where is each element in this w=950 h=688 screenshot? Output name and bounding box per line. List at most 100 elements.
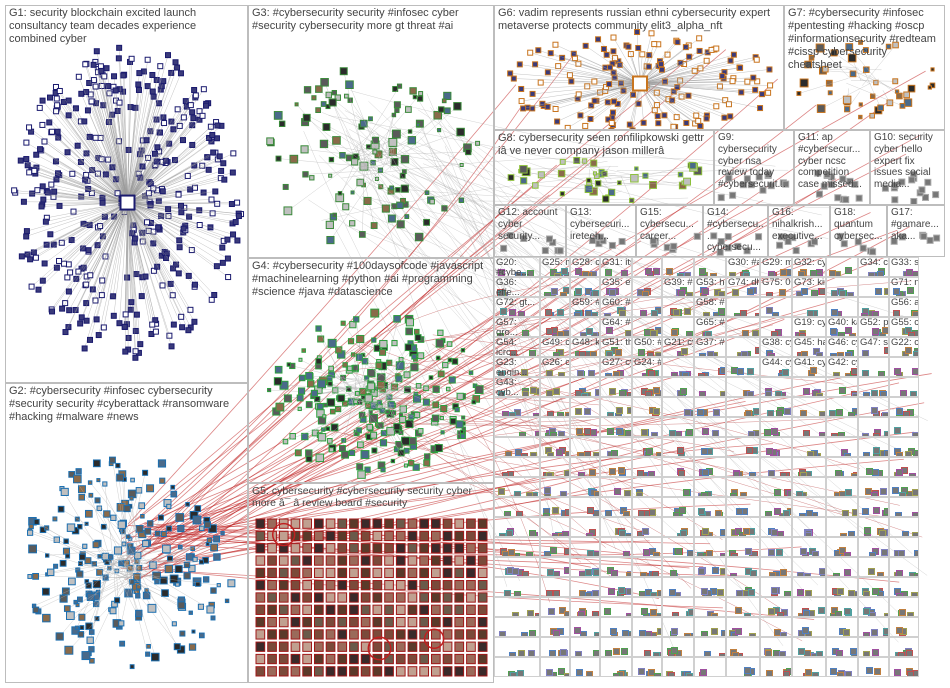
small-group-cell[interactable] <box>792 577 826 597</box>
small-group-cell[interactable]: G47: stell... <box>858 337 889 357</box>
small-group-cell[interactable] <box>858 577 889 597</box>
small-group-cell[interactable] <box>540 377 570 397</box>
small-group-cell[interactable] <box>889 597 919 617</box>
small-group-cell[interactable] <box>760 437 792 457</box>
small-group-cell[interactable] <box>858 477 889 497</box>
small-group-cell[interactable] <box>726 657 760 677</box>
small-group-cell[interactable] <box>540 557 570 577</box>
small-group-cell[interactable] <box>494 517 540 537</box>
small-group-cell[interactable] <box>792 557 826 577</box>
small-group-cell[interactable]: G73: kin... <box>792 277 826 297</box>
small-group-cell[interactable] <box>540 317 570 337</box>
small-group-cell[interactable] <box>540 517 570 537</box>
small-group-cell[interactable] <box>662 637 694 657</box>
small-group-cell[interactable] <box>570 617 600 637</box>
small-group-cell[interactable] <box>760 557 792 577</box>
small-group-cell[interactable] <box>600 517 632 537</box>
small-group-cell[interactable] <box>826 537 858 557</box>
small-group-cell[interactable] <box>760 537 792 557</box>
small-group-cell[interactable] <box>792 497 826 517</box>
small-group-cell[interactable] <box>570 437 600 457</box>
small-group-cell[interactable] <box>494 457 540 477</box>
small-group-cell[interactable]: G72: gt... <box>494 297 540 317</box>
small-group-cell[interactable] <box>632 437 662 457</box>
small-group-cell[interactable] <box>694 357 726 377</box>
small-group-cell[interactable]: G48: kub... <box>570 337 600 357</box>
small-group-cell[interactable] <box>540 637 570 657</box>
small-group-cell[interactable] <box>889 637 919 657</box>
small-group-cell[interactable] <box>540 277 570 297</box>
small-group-cell[interactable] <box>889 457 919 477</box>
small-group-cell[interactable] <box>570 477 600 497</box>
small-group-cell[interactable] <box>760 617 792 637</box>
small-group-cell[interactable]: G38: cy... <box>760 337 792 357</box>
small-group-cell[interactable] <box>540 577 570 597</box>
small-group-cell[interactable] <box>858 597 889 617</box>
small-group-cell[interactable] <box>694 637 726 657</box>
small-group-cell[interactable]: G37: #su... <box>694 337 726 357</box>
small-group-cell[interactable] <box>600 397 632 417</box>
small-group-cell[interactable] <box>726 477 760 497</box>
small-group-cell[interactable] <box>760 637 792 657</box>
small-group-cell[interactable]: G31: itspma... <box>600 257 632 277</box>
small-group-cell[interactable] <box>632 517 662 537</box>
small-group-cell[interactable] <box>726 597 760 617</box>
small-group-cell[interactable] <box>889 377 919 397</box>
small-group-cell[interactable] <box>570 397 600 417</box>
small-group-cell[interactable]: G46: cyb... <box>826 337 858 357</box>
small-group-cell[interactable] <box>570 597 600 617</box>
small-group-cell[interactable] <box>726 337 760 357</box>
small-group-cell[interactable] <box>632 417 662 437</box>
small-group-cell[interactable] <box>792 617 826 637</box>
small-group-cell[interactable]: G59: #se... <box>570 297 600 317</box>
small-group-cell[interactable] <box>889 417 919 437</box>
small-group-cell[interactable] <box>889 477 919 497</box>
small-group-cell[interactable] <box>858 437 889 457</box>
small-group-cell[interactable] <box>726 397 760 417</box>
group-g1[interactable]: G1: security blockchain excited launch c… <box>5 5 248 383</box>
small-group-cell[interactable] <box>726 617 760 637</box>
small-group-cell[interactable] <box>632 577 662 597</box>
group-g3[interactable]: G3: #cybersecurity security #infosec cyb… <box>248 5 494 258</box>
small-group-cell[interactable] <box>694 417 726 437</box>
small-group-cell[interactable] <box>826 297 858 317</box>
small-group-cell[interactable]: G40: ka... <box>826 317 858 337</box>
small-group-cell[interactable] <box>494 557 540 577</box>
small-group-cell[interactable] <box>826 577 858 597</box>
small-group-cell[interactable] <box>694 577 726 597</box>
small-group-cell[interactable] <box>760 377 792 397</box>
small-group-cell[interactable] <box>726 497 760 517</box>
small-group-cell[interactable] <box>662 497 694 517</box>
small-group-cell[interactable] <box>726 637 760 657</box>
small-group-cell[interactable] <box>632 497 662 517</box>
small-group-cell[interactable] <box>632 297 662 317</box>
small-group-cell[interactable] <box>540 297 570 317</box>
group-g5[interactable]: G5: cybersecurity #cybersecurity securit… <box>248 483 494 683</box>
small-group-cell[interactable] <box>600 557 632 577</box>
small-group-cell[interactable] <box>792 457 826 477</box>
small-group-cell[interactable] <box>494 417 540 437</box>
small-group-cell[interactable] <box>826 277 858 297</box>
group-g11[interactable]: G11: ap #cybersecur... cyber ncsc compet… <box>794 130 870 205</box>
small-group-cell[interactable] <box>540 597 570 617</box>
small-group-cell[interactable] <box>632 317 662 337</box>
small-group-cell[interactable]: G65: #b... <box>694 317 726 337</box>
small-group-cell[interactable] <box>760 317 792 337</box>
small-group-cell[interactable]: G53: ho... <box>694 277 726 297</box>
small-group-cell[interactable] <box>726 377 760 397</box>
small-group-cell[interactable] <box>600 477 632 497</box>
small-group-cell[interactable] <box>494 597 540 617</box>
small-group-cell[interactable]: G34: cve... <box>858 257 889 277</box>
group-g13[interactable]: G13: cybersecuri... ireteeh... <box>566 205 636 257</box>
small-group-cell[interactable] <box>792 477 826 497</box>
small-group-cell[interactable]: G30: #authe... <box>726 257 760 277</box>
small-group-cell[interactable] <box>792 657 826 677</box>
small-group-cell[interactable] <box>760 417 792 437</box>
small-group-cell[interactable] <box>600 597 632 617</box>
small-group-cell[interactable]: G57: gro... <box>494 317 540 337</box>
small-group-cell[interactable] <box>792 637 826 657</box>
small-group-cell[interactable] <box>694 397 726 417</box>
small-group-cell[interactable]: G23: engin... projec... <box>494 357 540 377</box>
small-group-cell[interactable] <box>600 437 632 457</box>
small-group-cell[interactable] <box>889 517 919 537</box>
